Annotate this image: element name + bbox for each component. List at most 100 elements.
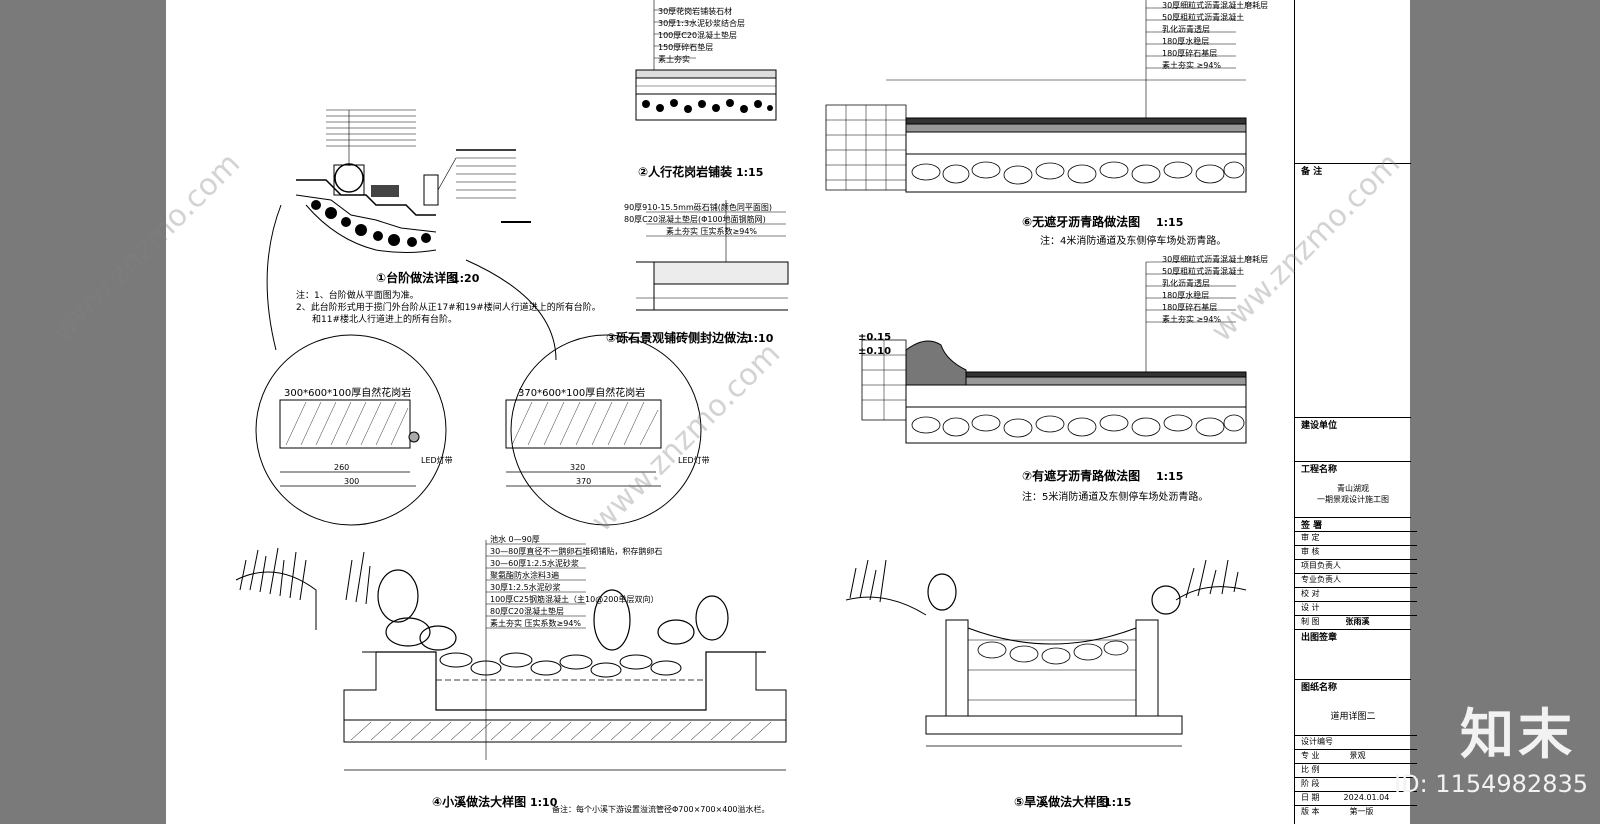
detail-stairs: ①台阶做法详图 1:20 注：1、台阶做从平面图为准。 2、此台阶形式用于揽门外… — [266, 109, 601, 361]
d3-layer-2: 80厚C20混凝土垫层(Φ100地面钢筋网) — [624, 214, 766, 224]
d6-layer-1: 30厚细粒式沥青混凝土磨耗层 — [1162, 0, 1268, 10]
detail-paving: 30厚花岗岩铺装石材 30厚1:3水泥砂浆结合层 100厚C20混凝土垫层 15… — [635, 0, 777, 179]
detail2-title: ②人行花岗岩铺装 — [638, 164, 732, 179]
tb-stamp: 出图签章 — [1295, 629, 1411, 680]
detail1-note3: 和11#楼北人行道进上的所有台阶。 — [312, 313, 457, 325]
d6-layer-6: 素土夯实 ≥94% — [1162, 60, 1221, 70]
detail1-note1: 注：1、台阶做从平面图为准。 — [296, 289, 419, 301]
d4-layer-2: 30—80厚直径不一鹅卵石堆砌铺贴，积存鹅卵石 — [490, 546, 662, 556]
drawing-canvas: ①台阶做法详图 1:20 注：1、台阶做从平面图为准。 2、此台阶形式用于揽门外… — [235, 0, 1268, 814]
title-block: 备 注 建设单位 工程名称 青山湖观 一期景观设计施工图 签 署 审 定 审 核… — [1294, 0, 1417, 824]
circle2-dim2: 370 — [576, 477, 591, 486]
tb-sign-label: 签 署 — [1301, 521, 1323, 531]
circle2-label: 370*600*100厚自然花岗岩 — [518, 386, 645, 399]
tb-sign-row-2: 审 核 — [1295, 545, 1417, 560]
detail3-scale: 1:10 — [746, 332, 774, 345]
tb-sign-row-7: 制 图 张雨溪 — [1295, 615, 1417, 630]
detail5-title: ⑤旱溪做法大样图 — [1014, 794, 1108, 809]
tb-info-6-value: 第一版 — [1349, 807, 1374, 816]
detail1-scale: 1:20 — [452, 272, 480, 285]
tb-client-label: 建设单位 — [1301, 421, 1338, 431]
detail-dry-stream: ⑤旱溪做法大样图 1:15 — [845, 559, 1247, 809]
d6-layer-5: 180厚碎石基层 — [1162, 48, 1217, 58]
d6-layer-2: 50厚粗粒式沥青混凝土 — [1162, 12, 1244, 22]
detail7-scale: 1:15 — [1156, 470, 1183, 483]
d4-layer-7: 80厚C20混凝土垫层 — [490, 606, 564, 616]
d2-layer-5: 素土夯实 — [658, 54, 690, 64]
tb-info-4-label: 阶 段 — [1301, 779, 1320, 788]
d2-layer-4: 150厚碎石垫层 — [658, 42, 713, 52]
detail3-title: ③砾石景观铺砖侧封边做法 — [606, 330, 748, 345]
tb-drawing-name-value: 道用详图二 — [1330, 712, 1376, 722]
tb-info-1: 设计编号 — [1295, 735, 1417, 750]
tb-info-5-value: 2024.01.04 — [1343, 793, 1390, 802]
detail6-note: 注：4米消防通道及东侧停车场处沥青路。 — [1040, 234, 1226, 247]
d4-layer-6: 100厚C25钢筋混凝土（主10@200单层双向） — [490, 594, 658, 604]
detail1-title: ①台阶做法详图 — [376, 270, 458, 285]
d6-layer-4: 180厚水稳层 — [1162, 36, 1209, 46]
detail7-note: 注：5米消防通道及东侧停车场处沥青路。 — [1022, 490, 1208, 503]
tb-project-name-1: 青山湖观 — [1337, 484, 1369, 493]
tb-drawing-name: 图纸名称 道用详图二 — [1295, 679, 1411, 736]
d6-layer-3: 乳化沥青透层 — [1162, 24, 1210, 34]
tb-client: 建设单位 — [1295, 417, 1411, 462]
tb-sign-row-3: 项目负责人 — [1295, 559, 1417, 574]
circle2-dim1: 320 — [570, 463, 585, 472]
d4-layer-5: 30厚1:2.5水泥砂浆 — [490, 582, 561, 592]
d7-layer-3: 乳化沥青透层 — [1162, 278, 1210, 288]
detail-asphalt-7: 30厚细粒式沥青混凝土磨耗层 50厚粗粒式沥青混凝土 乳化沥青透层 180厚水稳… — [858, 254, 1268, 503]
detail-gravel-edge: 90厚910-15.5mm砾石铺(颜色同平面图) 80厚C20混凝土垫层(Φ10… — [606, 200, 789, 345]
d7-layer-5: 180厚碎石基层 — [1162, 302, 1217, 312]
d4-layer-4: 聚氨酯防水涂料3遍 — [490, 570, 559, 580]
watermark-logo: 知末 — [1460, 703, 1576, 766]
d3-layer-3: 素土夯实 压实系数≥94% — [666, 226, 757, 236]
circle1-label: 300*600*100厚自然花岗岩 — [284, 386, 411, 399]
tb-stamp-label: 出图签章 — [1301, 633, 1338, 643]
d2-layer-1: 30厚花岗岩铺装石材 — [658, 6, 732, 16]
elev-1: ±0.15 — [858, 332, 891, 343]
tb-designer-signature: 张雨溪 — [1345, 617, 1370, 626]
d7-layer-1: 30厚细粒式沥青混凝土磨耗层 — [1162, 254, 1268, 264]
circle2-led: LED灯带 — [678, 455, 710, 465]
tb-sign-row-1: 审 定 — [1295, 531, 1417, 546]
tb-info-1-label: 设计编号 — [1301, 737, 1333, 746]
detail4-note: 备注：每个小溪下游设置溢流管径Φ700×700×400溢水栏。 — [552, 804, 770, 814]
detail5-scale: 1:15 — [1104, 796, 1131, 809]
detail4-scale: 1:10 — [530, 796, 558, 809]
tb-remarks-label: 备 注 — [1301, 167, 1323, 177]
tb-drawing-name-label: 图纸名称 — [1301, 683, 1338, 693]
circle-detail-2: 370*600*100厚自然花岗岩 LED灯带 320 370 — [505, 334, 710, 526]
tb-info-3-label: 比 例 — [1301, 765, 1320, 774]
d2-layer-3: 100厚C20混凝土垫层 — [658, 30, 737, 40]
tb-info-2-value: 景观 — [1349, 751, 1366, 760]
tb-sign-row-6: 设 计 — [1295, 601, 1417, 616]
detail6-title: ⑥无遮牙沥青路做法图 — [1022, 214, 1140, 229]
circle1-dim1: 260 — [334, 463, 349, 472]
tb-info-6-label: 版 本 — [1301, 807, 1320, 816]
tb-info-3: 比 例 — [1295, 763, 1417, 778]
detail2-scale: 1:15 — [736, 166, 763, 179]
elev-2: ±0.10 — [858, 346, 891, 357]
detail1-note2: 2、此台阶形式用于揽门外台阶从正17#和19#楼间人行道进上的所有台阶。 — [296, 301, 601, 313]
tb-info-2-label: 专 业 — [1301, 751, 1320, 760]
tb-project-label: 工程名称 — [1301, 465, 1338, 475]
d7-layer-2: 50厚粗粒式沥青混凝土 — [1162, 266, 1244, 276]
tb-info-2: 专 业 景观 — [1295, 749, 1417, 764]
tb-remarks: 备 注 — [1295, 163, 1411, 418]
d3-layer-1: 90厚910-15.5mm砾石铺(颜色同平面图) — [624, 202, 772, 212]
d2-layer-2: 30厚1:3水泥砂浆结合层 — [658, 18, 745, 28]
detail4-title: ④小溪做法大样图 — [432, 794, 526, 809]
detail6-scale: 1:15 — [1156, 216, 1183, 229]
d7-layer-4: 180厚水稳层 — [1162, 290, 1209, 300]
d4-layer-3: 30—60厚1:2.5水泥砂浆 — [490, 558, 579, 568]
watermark-id: ID: 1154982835 — [1394, 770, 1588, 798]
tb-sign-row-5: 校 对 — [1295, 587, 1417, 602]
tb-sign-row-4: 专业负责人 — [1295, 573, 1417, 588]
tb-project-name-2: 一期景观设计施工图 — [1317, 495, 1389, 504]
tb-info-5-label: 日 期 — [1301, 793, 1320, 802]
detail-asphalt-6: 30厚细粒式沥青混凝土磨耗层 50厚粗粒式沥青混凝土 乳化沥青透层 180厚水稳… — [825, 0, 1268, 247]
tb-sign-row-7-label: 制 图 — [1301, 617, 1320, 626]
tb-info-5: 日 期 2024.01.04 — [1295, 791, 1417, 806]
tb-info-6: 版 本 第一版 — [1295, 805, 1417, 824]
detail7-title: ⑦有遮牙沥青路做法图 — [1022, 468, 1140, 483]
